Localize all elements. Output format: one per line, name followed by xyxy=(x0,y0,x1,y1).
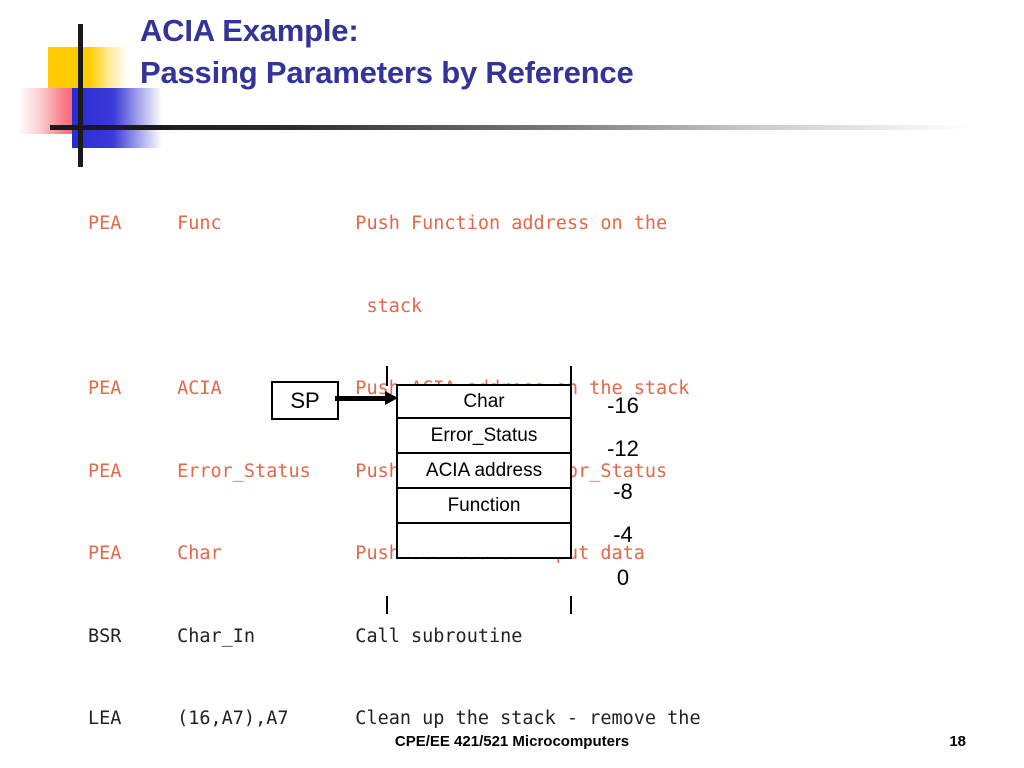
decoration-yellow-square xyxy=(48,47,128,95)
stack-cell: ACIA address xyxy=(396,454,572,489)
stack-table: Char Error_Status ACIA address Function xyxy=(396,384,572,559)
stack-rail-left-bottom xyxy=(386,596,388,614)
stack-pointer-arrowhead-icon xyxy=(385,391,398,405)
stack-cell xyxy=(396,524,572,559)
page-title-line-1: ACIA Example: xyxy=(140,13,359,48)
stack-cell: Function xyxy=(396,489,572,524)
stack-pointer-box: SP xyxy=(271,381,339,420)
footer-course-label: CPE/EE 421/521 Microcomputers xyxy=(394,733,630,750)
stack-rail-right-top xyxy=(570,366,572,386)
stack-offset-value: -8 xyxy=(613,478,633,504)
stack-offset-value: 0 xyxy=(616,564,630,590)
page-title-line-2: Passing Parameters by Reference xyxy=(140,55,634,90)
code-line: BSR Char_In Call subroutine xyxy=(88,625,523,647)
code-line: LEA (16,A7),A7 Clean up the stack - remo… xyxy=(88,708,701,729)
stack-cell: Char xyxy=(396,384,572,419)
stack-offset-value: -16 xyxy=(607,392,639,418)
page-title: ACIA Example: Passing Parameters by Refe… xyxy=(140,10,980,94)
stack-offset-value: -4 xyxy=(613,521,633,547)
decoration-horizontal-rule xyxy=(50,125,970,130)
code-line: stack xyxy=(88,295,423,317)
stack-cell: Error_Status xyxy=(396,419,572,454)
stack-rail-right-bottom xyxy=(570,596,572,614)
decoration-blue-square xyxy=(72,88,162,148)
footer-page-number: 18 xyxy=(949,733,966,750)
stack-offset-value: -12 xyxy=(607,435,639,461)
stack-rail-left-top xyxy=(386,366,388,386)
decoration-vertical-bar xyxy=(78,24,83,167)
stack-pointer-arrow-icon xyxy=(335,396,387,401)
code-line: PEA Func Push Function address on the xyxy=(88,213,668,234)
stack-offset-column: -16 -12 -8 -4 0 xyxy=(588,384,658,599)
decoration-horizontal-bar xyxy=(50,125,170,130)
